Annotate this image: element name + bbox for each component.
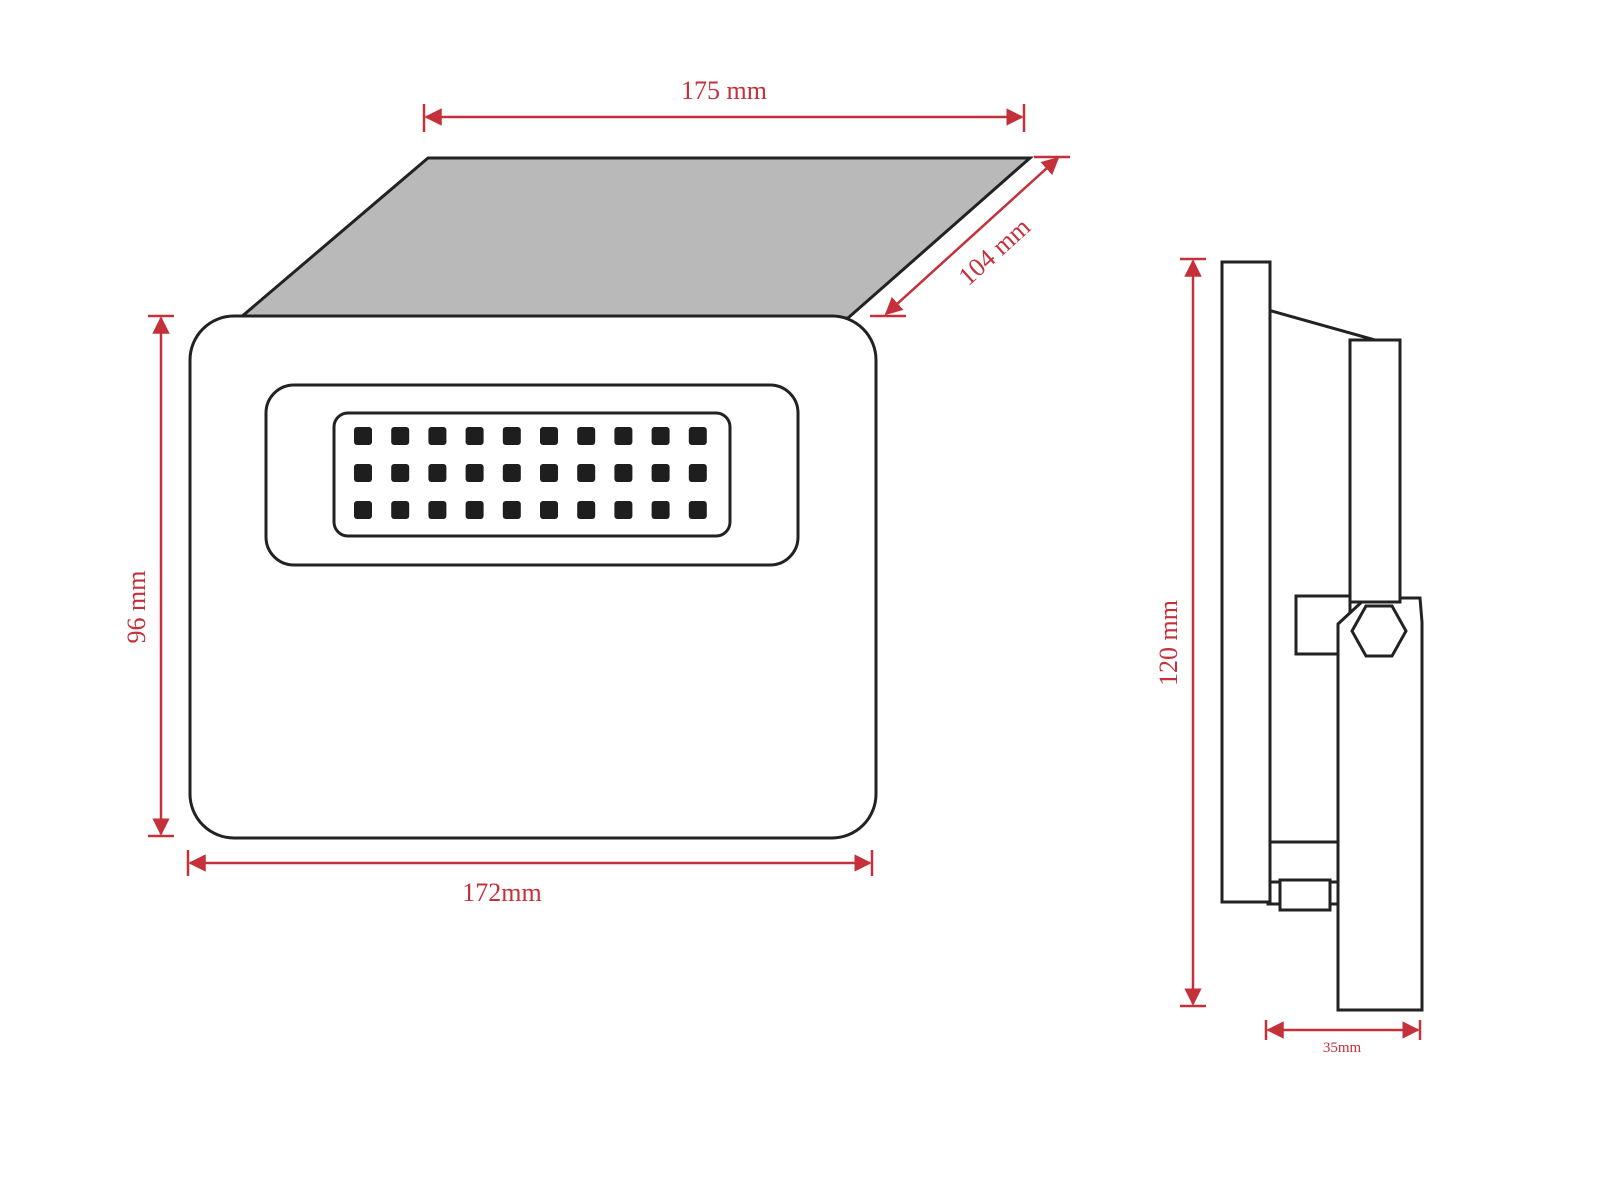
led-chip: [354, 501, 372, 519]
led-chip: [651, 427, 670, 445]
led-chip: [465, 464, 484, 482]
led-grid: [354, 427, 707, 519]
hex-nut-icon: [1350, 604, 1408, 658]
side-front-frame: [1220, 260, 1272, 904]
led-chip: [391, 427, 410, 445]
led-chip: [614, 501, 633, 519]
dim-side-depth: 35mm: [1264, 1020, 1422, 1056]
dim-top-width: 175 mm: [422, 76, 1026, 132]
led-chip: [354, 427, 372, 445]
dim-height: 96 mm: [122, 314, 174, 838]
led-chip: [577, 427, 596, 445]
led-chip: [688, 427, 707, 445]
led-chip: [614, 427, 633, 445]
front-view: [188, 156, 1034, 840]
led-chip: [688, 464, 707, 482]
led-chip: [502, 464, 521, 482]
led-chip: [651, 464, 670, 482]
led-chip: [391, 501, 410, 519]
led-chip: [614, 464, 633, 482]
led-chip: [540, 427, 558, 445]
led-chip: [428, 464, 447, 482]
led-chip: [465, 427, 484, 445]
top-width-label: 175 mm: [681, 76, 767, 105]
led-chip: [354, 464, 372, 482]
height-label: 96 mm: [122, 571, 151, 644]
width-label: 172mm: [462, 878, 541, 907]
dim-side-height: 120 mm: [1154, 257, 1206, 1008]
side-bracket: [1336, 596, 1424, 1012]
led-chip: [428, 427, 447, 445]
top-face: [235, 156, 1034, 320]
side-bracket-upper: [1348, 338, 1402, 604]
side-view: [1220, 260, 1424, 1012]
led-chip: [577, 501, 596, 519]
side-height-label: 120 mm: [1154, 600, 1183, 686]
led-chip: [688, 501, 707, 519]
side-cable-gland-cap: [1278, 878, 1332, 912]
led-chip: [465, 501, 484, 519]
led-chip: [391, 464, 410, 482]
led-chip: [651, 501, 670, 519]
led-chip: [540, 501, 558, 519]
led-chip: [540, 464, 558, 482]
depth-label: 104 mm: [953, 212, 1036, 291]
led-chip: [428, 501, 447, 519]
led-chip: [577, 464, 596, 482]
led-chip: [502, 427, 521, 445]
side-cable-gland: [1268, 840, 1340, 884]
led-chip: [502, 501, 521, 519]
dim-width: 172mm: [186, 850, 874, 907]
side-depth-label: 35mm: [1323, 1040, 1362, 1056]
